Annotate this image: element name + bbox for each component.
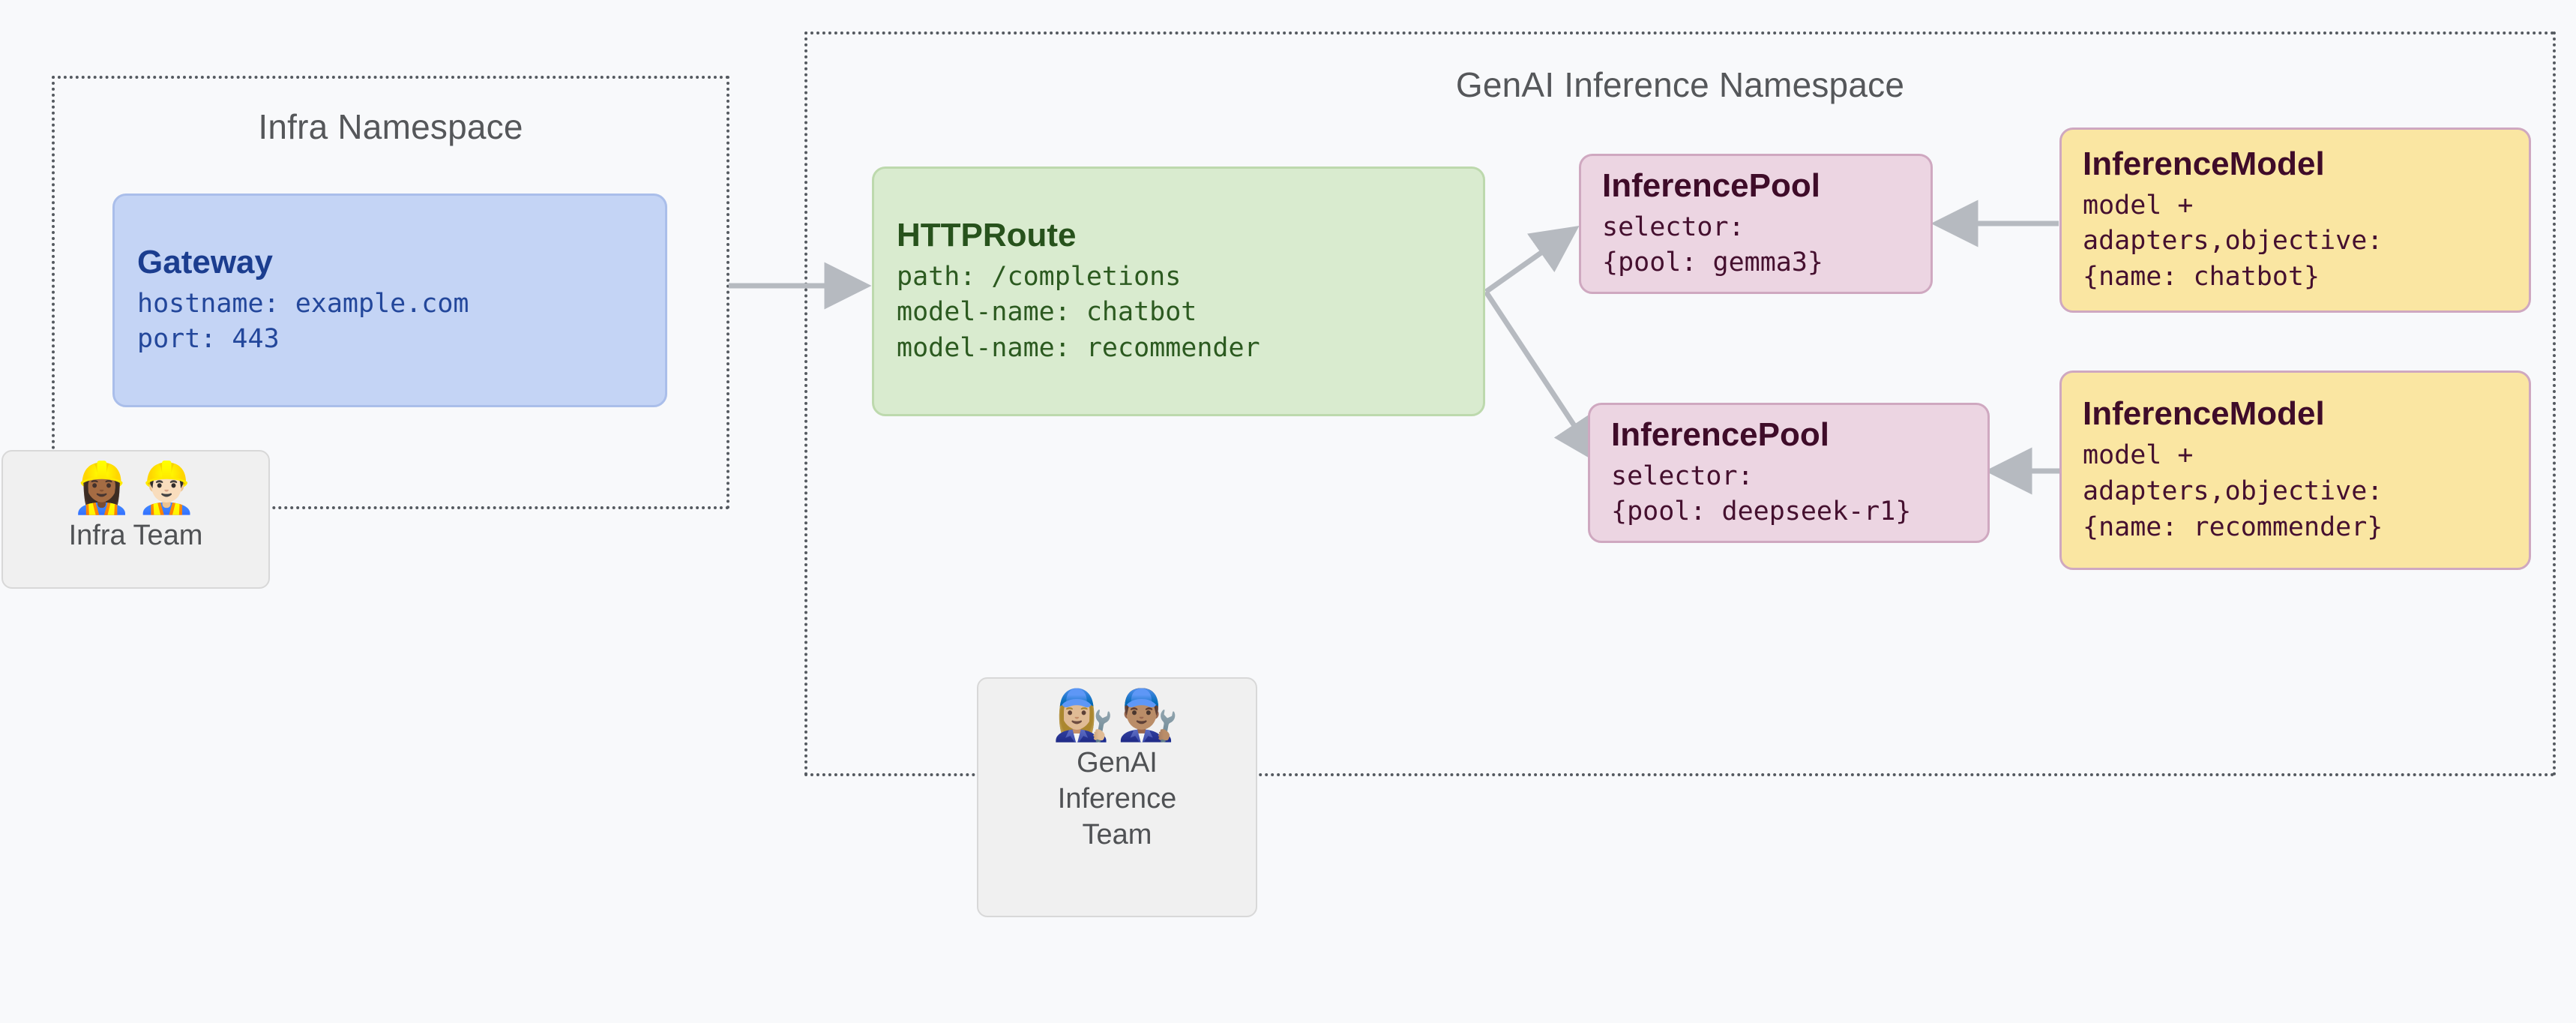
node-inferencemodel-chatbot-line-3: {name: chatbot} xyxy=(2083,262,2320,292)
node-inferencemodel-chatbot-line-2: adapters,objective: xyxy=(2083,226,2383,256)
node-inferencemodel-recommender-line-3: {name: recommender} xyxy=(2083,512,2383,542)
node-gateway-line-1: hostname: example.com xyxy=(137,288,469,319)
node-inferencepool-deepseek-r1-line-2: {pool: deepseek-r1} xyxy=(1611,496,1912,527)
node-inferencepool-deepseek-r1-line-1: selector: xyxy=(1611,460,1754,491)
team-infra[interactable]: 👷🏾‍♀️👷🏻‍♂️ Infra Team xyxy=(1,450,270,589)
node-httproute[interactable]: HTTPRoute path: /completions model-name:… xyxy=(872,166,1485,416)
node-httproute-line-1: path: /completions xyxy=(897,261,1182,292)
node-inferencepool-deepseek-r1[interactable]: InferencePool selector: {pool: deepseek-… xyxy=(1588,403,1990,543)
namespace-infra-title: Infra Namespace xyxy=(258,107,523,146)
node-inferencemodel-recommender-title: InferenceModel xyxy=(2083,395,2325,433)
mechanics-icon: 👩🏼‍🔧👨🏽‍🔧 xyxy=(1052,687,1182,742)
node-inferencepool-gemma3[interactable]: InferencePool selector: {pool: gemma3} xyxy=(1579,154,1933,294)
node-inferencemodel-recommender-line-1: model + xyxy=(2083,440,2194,471)
namespace-genai xyxy=(804,32,2556,776)
team-genai-inference-label: GenAI Inference Team xyxy=(1057,747,1177,851)
node-httproute-title: HTTPRoute xyxy=(897,216,1077,254)
team-infra-label: Infra Team xyxy=(68,520,203,552)
namespace-genai-title: GenAI Inference Namespace xyxy=(1455,65,1905,104)
node-inferencemodel-recommender[interactable]: InferenceModel model + adapters,objectiv… xyxy=(2059,370,2531,570)
node-inferencepool-gemma3-title: InferencePool xyxy=(1602,166,1820,204)
node-gateway[interactable]: Gateway hostname: example.com port: 443 xyxy=(112,194,667,407)
node-inferencemodel-recommender-line-2: adapters,objective: xyxy=(2083,476,2383,506)
node-inferencemodel-chatbot[interactable]: InferenceModel model + adapters,objectiv… xyxy=(2059,128,2531,313)
node-inferencepool-deepseek-r1-title: InferencePool xyxy=(1611,416,1829,453)
construction-workers-icon: 👷🏾‍♀️👷🏻‍♂️ xyxy=(70,460,201,515)
team-genai-inference[interactable]: 👩🏼‍🔧👨🏽‍🔧 GenAI Inference Team xyxy=(977,677,1257,917)
node-httproute-line-2: model-name: chatbot xyxy=(897,297,1197,328)
node-gateway-line-2: port: 443 xyxy=(137,324,280,355)
node-inferencepool-gemma3-line-1: selector: xyxy=(1602,212,1745,242)
namespace-infra xyxy=(52,76,729,509)
node-inferencemodel-chatbot-line-1: model + xyxy=(2083,190,2194,220)
node-inferencepool-gemma3-line-2: {pool: gemma3} xyxy=(1602,248,1824,278)
node-gateway-title: Gateway xyxy=(137,243,273,280)
node-inferencemodel-chatbot-title: InferenceModel xyxy=(2083,145,2325,182)
node-httproute-line-3: model-name: recommender xyxy=(897,333,1260,364)
